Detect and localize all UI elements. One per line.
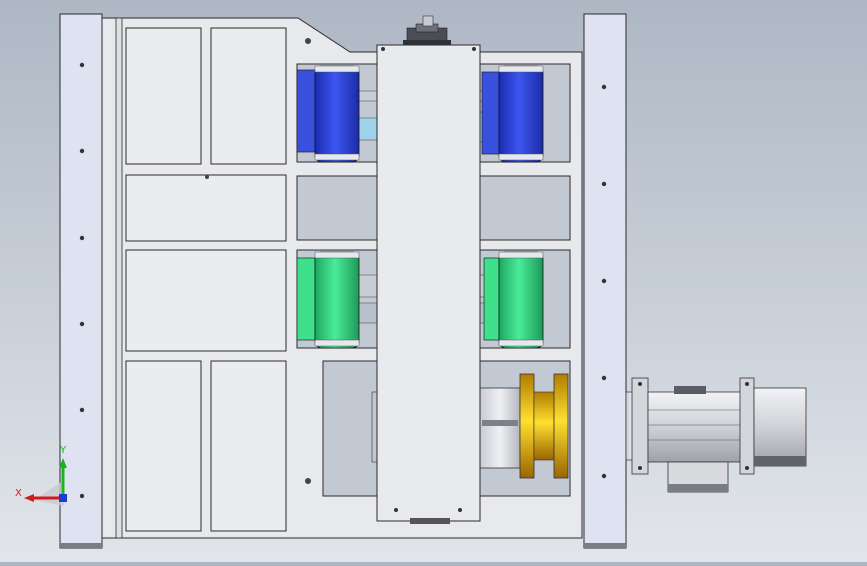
- shaft-coupling: [371, 373, 569, 479]
- x-axis-label: X: [15, 488, 22, 499]
- bolt-hole: [305, 478, 311, 484]
- y-axis-label: Y: [59, 445, 67, 456]
- servo-motor: [625, 377, 807, 493]
- upper-roller-assembly: [296, 69, 501, 155]
- green-roller-left: [314, 251, 360, 349]
- bolt-hole: [305, 38, 311, 44]
- center-cover-plate: [376, 44, 481, 524]
- coordinate-triad: Y X: [15, 445, 67, 506]
- right-side-plate: [583, 13, 627, 549]
- blue-roller-left: [314, 65, 360, 163]
- left-window-panels: [125, 27, 287, 532]
- top-bearing: [403, 15, 451, 45]
- bolt-hole: [205, 175, 209, 179]
- left-side-plate: [59, 13, 103, 549]
- green-roller-right: [498, 251, 544, 349]
- blue-roller-right: [498, 65, 544, 163]
- z-axis-marker: [59, 494, 67, 502]
